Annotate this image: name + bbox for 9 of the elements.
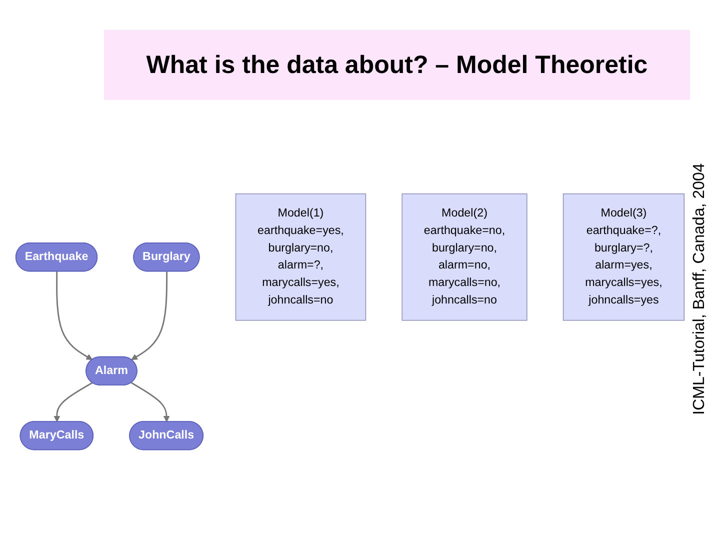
side-note: ICML-Tutorial, Banff, Canada, 2004: [691, 162, 709, 417]
arrow: [54, 382, 93, 422]
arrow: [56, 272, 93, 360]
node-box: Model(3) earthquake=?, burglary=?, alarm=yes, marycalls=yes, johncalls=yes: [562, 194, 685, 321]
arrow: [131, 272, 168, 360]
node-box: Model(1) earthquake=yes, burglary=no, alarm=?, marycalls=yes, johncalls=no: [235, 194, 366, 321]
node-box: Model(2) earthquake=no, burglary=no, alarm=no, marycalls=no, johncalls=no: [402, 194, 528, 321]
slide-title: What is the data about? – Model Theoretic: [104, 30, 690, 100]
arrow: [131, 382, 170, 422]
